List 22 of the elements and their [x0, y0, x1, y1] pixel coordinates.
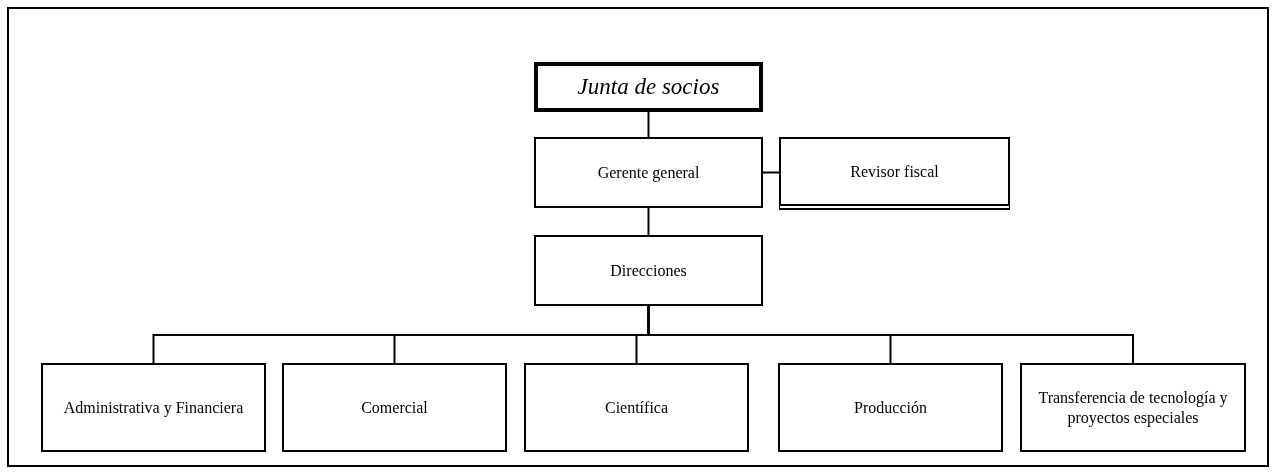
box-label: Revisor fiscal [850, 161, 939, 182]
org-box [282, 363, 507, 452]
connector-line [647, 207, 650, 236]
box-label: Direcciones [610, 260, 687, 281]
org-box [1020, 363, 1246, 452]
org-box [779, 137, 1010, 210]
box-label: Científica [604, 397, 669, 418]
box-label: Gerente general [597, 162, 700, 183]
org-box [778, 363, 1003, 452]
org-box [41, 363, 266, 452]
org-box [534, 137, 763, 208]
connector-line [647, 111, 650, 138]
box-label: Transferencia de tecnología y proyectos especiales [1037, 388, 1229, 427]
org-box [524, 363, 749, 452]
org-box [534, 235, 763, 306]
box-label: Comercial [361, 397, 428, 418]
connector-line [762, 171, 780, 174]
box-label: Administrativa y Financiera [63, 397, 244, 418]
connector-line [647, 305, 1134, 364]
org-box [534, 62, 763, 112]
box-label: Producción [854, 397, 927, 418]
box-label: Junta de socios [577, 73, 720, 101]
